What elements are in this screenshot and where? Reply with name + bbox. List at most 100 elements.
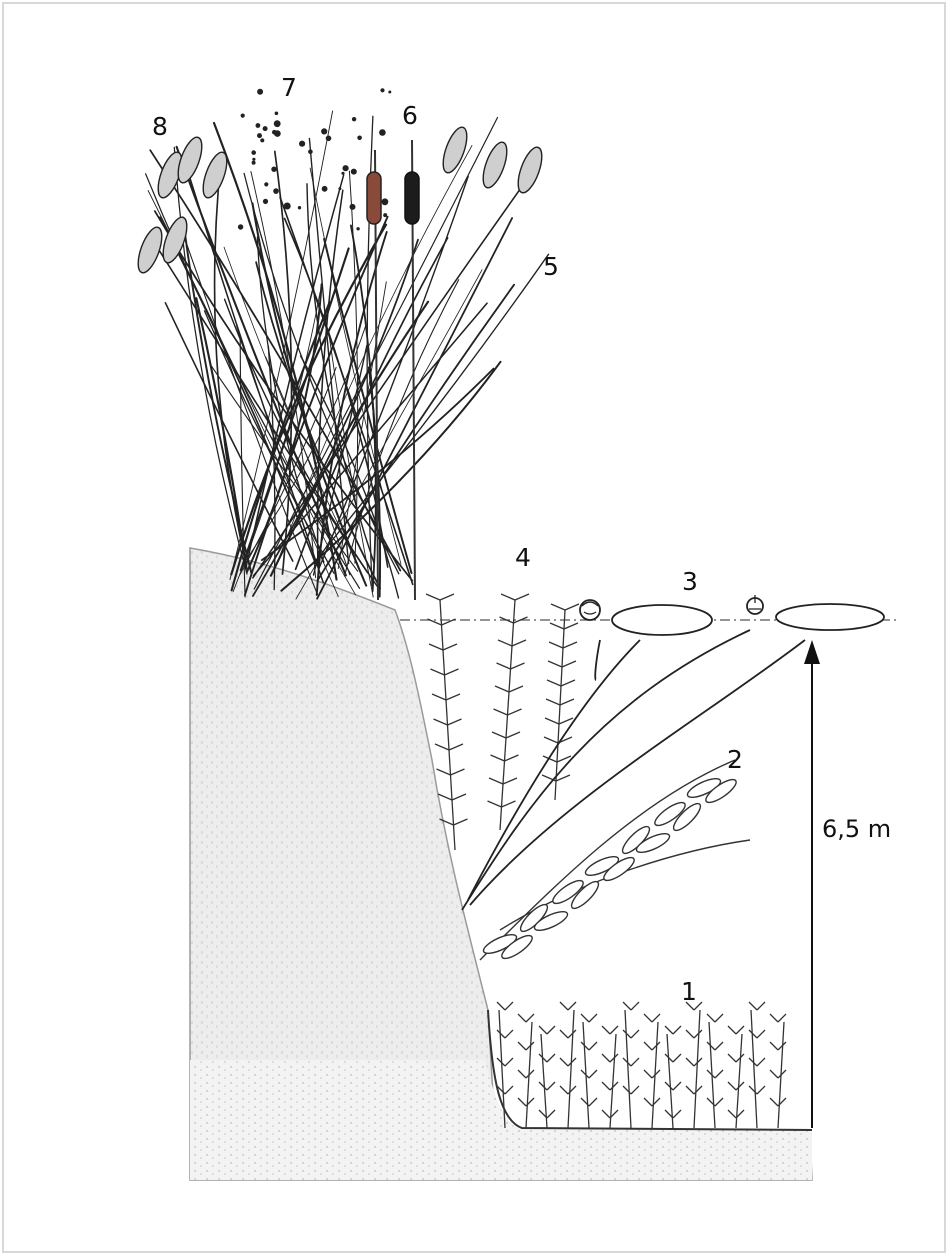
plant1-leaf <box>539 1054 555 1062</box>
panicle-dot <box>284 203 291 210</box>
plant1-leaf <box>602 1054 618 1062</box>
label-4: 4 <box>515 543 531 572</box>
plant1-leaf <box>728 1110 744 1118</box>
label-7: 7 <box>281 73 297 102</box>
plant1-leaf <box>728 1054 744 1062</box>
plant1-leaf <box>644 1042 660 1050</box>
plant1-leaf <box>623 1002 639 1010</box>
plant1-stem <box>541 1034 547 1128</box>
plant1-leaf <box>665 1082 681 1090</box>
panicle-dot <box>382 198 389 205</box>
panicle-dot <box>380 88 384 92</box>
plant1-leaf <box>581 1070 597 1078</box>
plant1-leaf <box>644 1070 660 1078</box>
plant1-leaf <box>623 1030 639 1038</box>
panicle-dot <box>256 123 261 128</box>
panicle-dot <box>257 89 263 95</box>
plant1-leaf <box>581 1042 597 1050</box>
panicle-dot <box>388 91 391 94</box>
panicle-dot <box>338 187 341 190</box>
plant1-stem <box>694 1010 700 1128</box>
plant1-leaf <box>581 1014 597 1022</box>
plant1-leaf <box>770 1098 786 1106</box>
label-8: 8 <box>152 112 168 141</box>
plant1-leaf <box>518 1098 534 1106</box>
panicle-dot <box>351 169 357 175</box>
lily-pad-right <box>776 604 884 630</box>
water-lily-group <box>462 595 884 910</box>
plant1-leaf <box>665 1026 681 1034</box>
panicle-dot <box>271 167 276 172</box>
plant1-leaf <box>497 1058 513 1066</box>
plant4-leaf <box>551 604 579 610</box>
panicle-dot <box>341 172 344 175</box>
panicle-dot <box>260 138 264 142</box>
plant4-leaf <box>501 594 529 600</box>
plant1-leaf <box>623 1086 639 1094</box>
plant1-leaf <box>539 1082 555 1090</box>
plant1-leaf <box>728 1026 744 1034</box>
plant1-leaf <box>707 1014 723 1022</box>
panicle-dot <box>322 186 328 192</box>
seed-head <box>133 224 166 275</box>
lily-flower-left <box>580 600 600 620</box>
emergent-reeds <box>133 88 548 599</box>
depth-measurement: 6,5 m <box>822 815 891 843</box>
plant1-leaf <box>770 1042 786 1050</box>
plant1-leaf <box>707 1098 723 1106</box>
panicle-dot <box>274 130 281 137</box>
plant1-leaf <box>539 1110 555 1118</box>
panicle-dot <box>263 126 268 131</box>
plant4-leaf <box>426 594 454 600</box>
plant1-leaf <box>560 1030 576 1038</box>
panicle-dot <box>257 133 262 138</box>
panicle-dot <box>252 161 256 165</box>
panicle-dot <box>326 136 332 142</box>
panicle-dot <box>321 128 327 134</box>
lake-bottom <box>190 1060 812 1180</box>
plant1-leaf <box>686 1058 702 1066</box>
panicle-dot <box>356 227 359 230</box>
submerged-plant-4 <box>426 594 579 850</box>
plant1-stem <box>625 1010 631 1128</box>
panicle-dot <box>383 213 387 217</box>
cattail-head-right <box>405 172 419 224</box>
plant1-leaf <box>728 1082 744 1090</box>
seed-head <box>438 124 471 175</box>
plant1-leaf <box>644 1014 660 1022</box>
plant1-leaf <box>665 1054 681 1062</box>
panicle-dot <box>299 141 305 147</box>
lake-floor-line <box>488 1010 812 1130</box>
plant1-leaf <box>518 1014 534 1022</box>
seed-head <box>478 139 511 190</box>
plant1-leaf <box>560 1086 576 1094</box>
plant1-leaf <box>602 1082 618 1090</box>
plant1-leaf <box>497 1002 513 1010</box>
plant1-leaf <box>770 1014 786 1022</box>
plant1-leaf <box>686 1086 702 1094</box>
plant1-leaf <box>749 1030 765 1038</box>
panicle-dot <box>350 204 356 210</box>
plant1-leaf <box>770 1070 786 1078</box>
panicle-dot <box>274 120 281 127</box>
label-3: 3 <box>682 567 698 596</box>
plant1-leaf <box>686 1030 702 1038</box>
panicle-dot <box>357 136 362 141</box>
pondweed-plant-2 <box>480 760 750 962</box>
panicle-dot <box>308 149 313 154</box>
panicle-dot <box>252 158 255 161</box>
panicle-dot <box>273 188 279 194</box>
bottom-plant-1 <box>497 1002 786 1128</box>
label-6: 6 <box>402 101 418 130</box>
plant1-leaf <box>749 1058 765 1066</box>
seed-head <box>198 149 231 200</box>
plant1-leaf <box>581 1098 597 1106</box>
plant1-leaf <box>707 1070 723 1078</box>
cattail-head-left <box>367 172 381 224</box>
plant1-leaf <box>623 1058 639 1066</box>
label-5: 5 <box>543 252 559 281</box>
depth-arrow-head <box>804 640 820 664</box>
panicle-dot <box>298 206 301 209</box>
